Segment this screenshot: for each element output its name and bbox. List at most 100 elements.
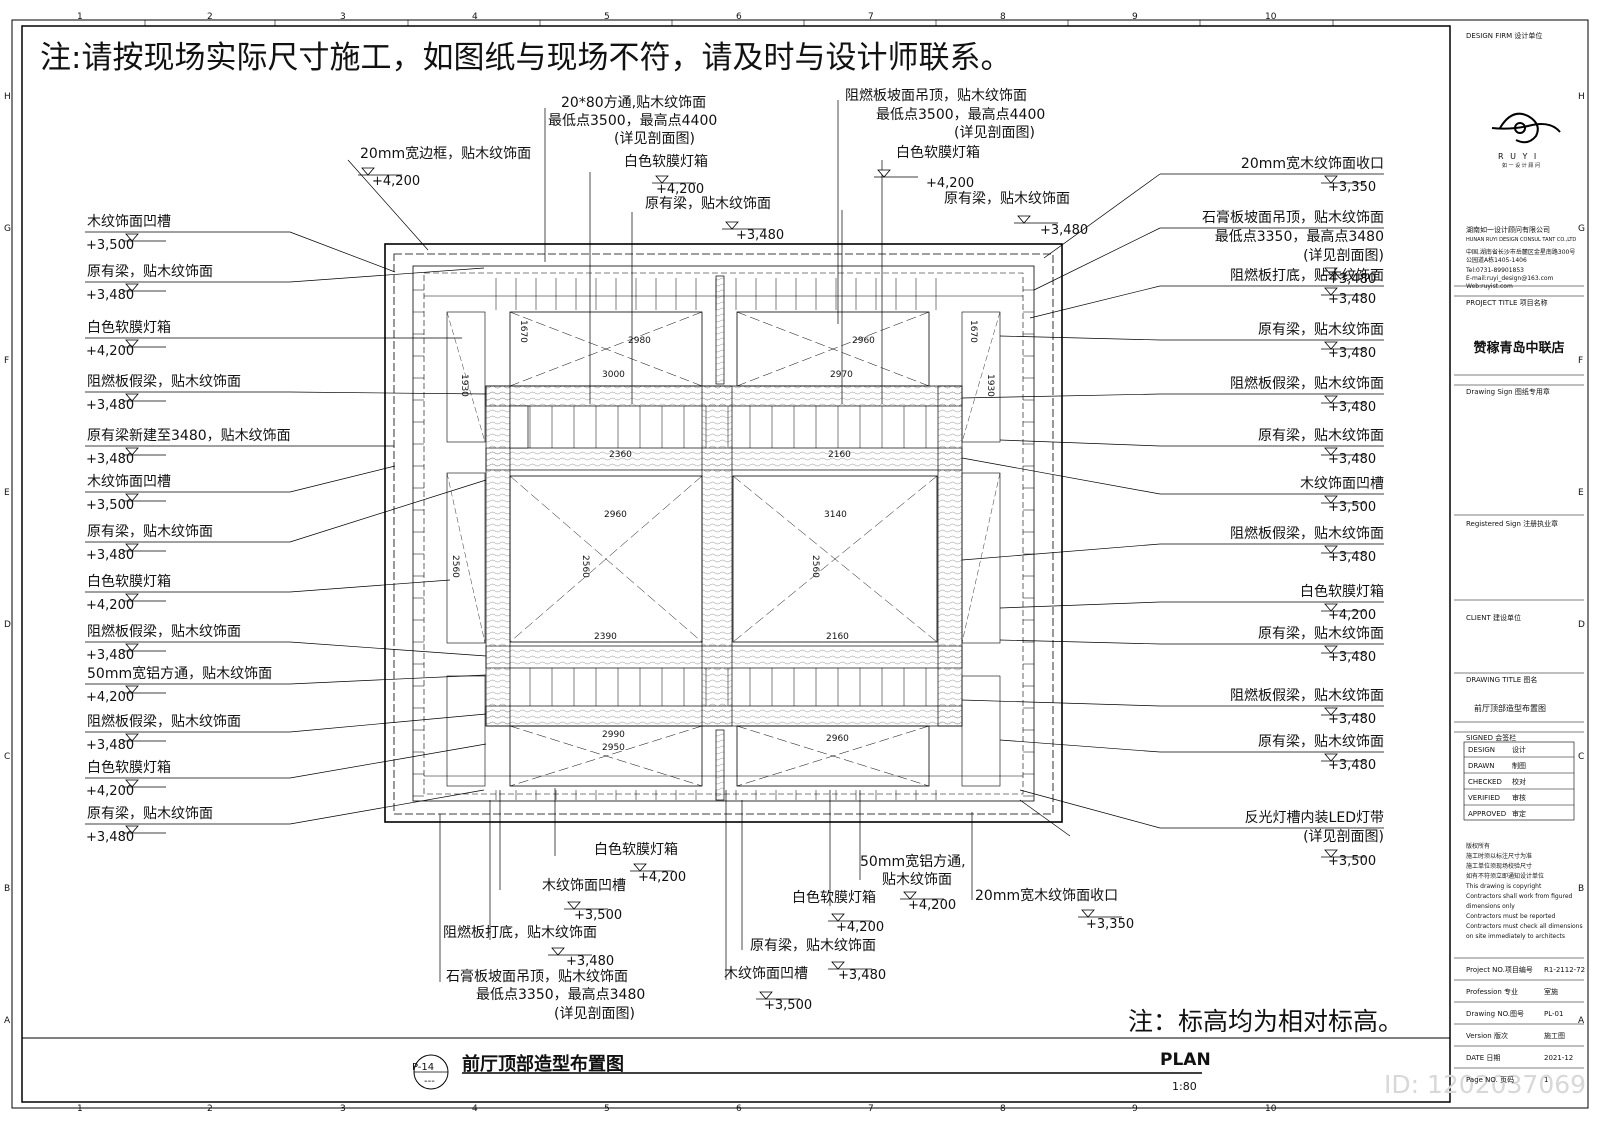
copyright-line-5: This drawing is copyright bbox=[1466, 883, 1542, 890]
dim-w5: 2360 bbox=[609, 450, 632, 460]
grid-col-4: 4 bbox=[472, 12, 478, 22]
callout-right-13: 反光灯槽内装LED灯带 bbox=[1244, 810, 1384, 826]
callout-right-7: 木纹饰面凹槽 bbox=[1300, 476, 1384, 492]
grid-col-9: 9 bbox=[1132, 12, 1138, 22]
callout-bottom-gypsum-range: 最低点3350，最高点3480 bbox=[476, 987, 646, 1003]
callout-bottom-lightbox: 白色软膜灯箱 bbox=[594, 842, 678, 858]
grid-col-8: 8 bbox=[1000, 1104, 1006, 1114]
dim-w12: 2950 bbox=[602, 743, 625, 753]
grid-row-C: C bbox=[1578, 752, 1585, 762]
level-right-11: +3,480 bbox=[1328, 712, 1377, 727]
grid-row-G: G bbox=[4, 224, 11, 234]
dim-w9: 2390 bbox=[594, 632, 617, 642]
grid-col-6: 6 bbox=[736, 1104, 742, 1114]
level-left-4: +3,480 bbox=[86, 398, 135, 413]
callout-left-9: 阻燃板假梁，贴木纹饰面 bbox=[87, 624, 241, 640]
inner-frame bbox=[21, 25, 1451, 1103]
callout-left-13: 原有梁，贴木纹饰面 bbox=[87, 806, 213, 822]
callout-bottom-trim: 20mm宽木纹饰面收口 bbox=[975, 888, 1119, 904]
firm-addr-2: 公园道A栋1405-1406 bbox=[1466, 257, 1527, 264]
ruyi-logo-icon bbox=[1491, 112, 1561, 144]
callout-left-5: 原有梁新建至3480，贴木纹饰面 bbox=[87, 428, 291, 444]
project-no: R1-2112-72 bbox=[1544, 966, 1586, 974]
profession: 室施 bbox=[1544, 988, 1558, 996]
dim-h4: 1930 bbox=[459, 374, 469, 397]
level-right-3: +3,480 bbox=[1328, 292, 1377, 307]
registered-sign-label: Registered Sign 注册执业章 bbox=[1466, 520, 1559, 528]
level-bottom-trim: +3,350 bbox=[1086, 917, 1135, 932]
firm-web: Web:ruyist.com bbox=[1466, 283, 1513, 290]
role-design: DESIGN bbox=[1468, 746, 1495, 754]
dim-h3: 2560 bbox=[810, 555, 820, 578]
grid-row-H: H bbox=[4, 92, 11, 102]
dim-w1: 2980 bbox=[628, 336, 651, 346]
callout-tube-range: 最低点3500，最高点4400 bbox=[548, 113, 718, 129]
level-lightbox-1: +4,200 bbox=[656, 182, 705, 197]
copyright-line-3: 施工单位须现场校验尺寸 bbox=[1466, 863, 1533, 870]
level-right-12: +3,480 bbox=[1328, 758, 1377, 773]
copyright-line-1: 版权所有 bbox=[1466, 843, 1491, 850]
copyright-line-2: 施工时须以标注尺寸为准 bbox=[1466, 853, 1533, 860]
grid-col-2: 2 bbox=[207, 1104, 213, 1114]
level-bottom-alu: +4,200 bbox=[908, 898, 957, 913]
callout-right-4: 原有梁，贴木纹饰面 bbox=[1258, 322, 1384, 338]
role-verified-cn: 审核 bbox=[1512, 794, 1526, 802]
grid-col-4: 4 bbox=[472, 1104, 478, 1114]
grid-col-3: 3 bbox=[340, 1104, 346, 1114]
page-no: 1 bbox=[1544, 1076, 1549, 1084]
level-left-7: +3,480 bbox=[86, 548, 135, 563]
level-bottom-lightbox: +4,200 bbox=[638, 870, 687, 885]
title-block-lines bbox=[1454, 285, 1584, 1069]
level-right-1: +3,350 bbox=[1328, 180, 1377, 195]
drawing-sign-label: Drawing Sign 图纸专用章 bbox=[1466, 388, 1550, 396]
client-label: CLIENT 建设单位 bbox=[1466, 614, 1522, 622]
grid-col-5: 5 bbox=[604, 12, 610, 22]
callout-right-12: 原有梁，贴木纹饰面 bbox=[1258, 734, 1384, 750]
callout-bottom-alu: 50mm宽铝方通, bbox=[860, 854, 966, 870]
drawing-code-sub: --- bbox=[424, 1076, 435, 1087]
level-right-5: +3,480 bbox=[1328, 400, 1377, 415]
dim-w11: 2990 bbox=[602, 730, 625, 740]
firm-label: DESIGN FIRM 设计单位 bbox=[1466, 32, 1543, 40]
page-label: Page NO. 页码 bbox=[1466, 1076, 1515, 1084]
role-checked: CHECKED bbox=[1468, 778, 1502, 786]
project-label: PROJECT TITLE 项目名称 bbox=[1466, 299, 1548, 307]
grid-col-1: 1 bbox=[77, 12, 83, 22]
level-right-10: +3,480 bbox=[1328, 650, 1377, 665]
level-bottom-base: +3,480 bbox=[566, 954, 615, 969]
copyright-line-10: on site immediately to architects bbox=[1466, 933, 1566, 940]
grid-row-D: D bbox=[1578, 620, 1585, 630]
dim-w7: 2960 bbox=[604, 510, 627, 520]
logo-sub: 如 一 设 计 顾 问 bbox=[1502, 163, 1540, 169]
grid-row-A: A bbox=[1578, 1016, 1585, 1026]
level-left-1: +3,500 bbox=[86, 238, 135, 253]
level-left-9: +3,480 bbox=[86, 648, 135, 663]
callout-beam-1: 原有梁，贴木纹饰面 bbox=[645, 196, 771, 212]
callout-right-2-sub: 最低点3350，最高点3480 bbox=[1214, 229, 1384, 245]
level-right-2: +3,480 bbox=[1328, 272, 1377, 287]
callout-bottom-groove: 木纹饰面凹槽 bbox=[542, 878, 626, 894]
profession-label: Profession 专业 bbox=[1466, 988, 1519, 996]
level-right-7: +3,500 bbox=[1328, 500, 1377, 515]
title-block: DESIGN FIRM 设计单位 R U Y I 如 一 设 计 顾 问 湖南如… bbox=[1454, 24, 1586, 1107]
dim-h5: 1930 bbox=[985, 374, 995, 397]
callout-left-12: 白色软膜灯箱 bbox=[87, 760, 171, 776]
grid-col-9: 9 bbox=[1132, 1104, 1138, 1114]
dim-h6: 1670 bbox=[518, 320, 528, 343]
callout-right-1: 20mm宽木纹饰面收口 bbox=[1240, 156, 1384, 172]
level-bottom-lightbox-2: +4,200 bbox=[836, 920, 885, 935]
level-right-4: +3,480 bbox=[1328, 346, 1377, 361]
callout-right-6: 原有梁，贴木纹饰面 bbox=[1258, 428, 1384, 444]
dim-w4: 2970 bbox=[830, 370, 853, 380]
version-label: Version 版次 bbox=[1466, 1032, 1508, 1040]
level-left-10: +4,200 bbox=[86, 690, 135, 705]
callout-beam-2: 原有梁，贴木纹饰面 bbox=[944, 191, 1070, 207]
callout-lightbox-2: 白色软膜灯箱 bbox=[896, 145, 980, 161]
grid-row-F: F bbox=[4, 356, 10, 366]
grid-row-F: F bbox=[1578, 356, 1584, 366]
drawing-title: 前厅顶部造型布置图 bbox=[462, 1054, 624, 1075]
dim-w13: 2960 bbox=[826, 734, 849, 744]
callout-slope: 阻燃板坡面吊顶，贴木纹饰面 bbox=[845, 88, 1027, 104]
